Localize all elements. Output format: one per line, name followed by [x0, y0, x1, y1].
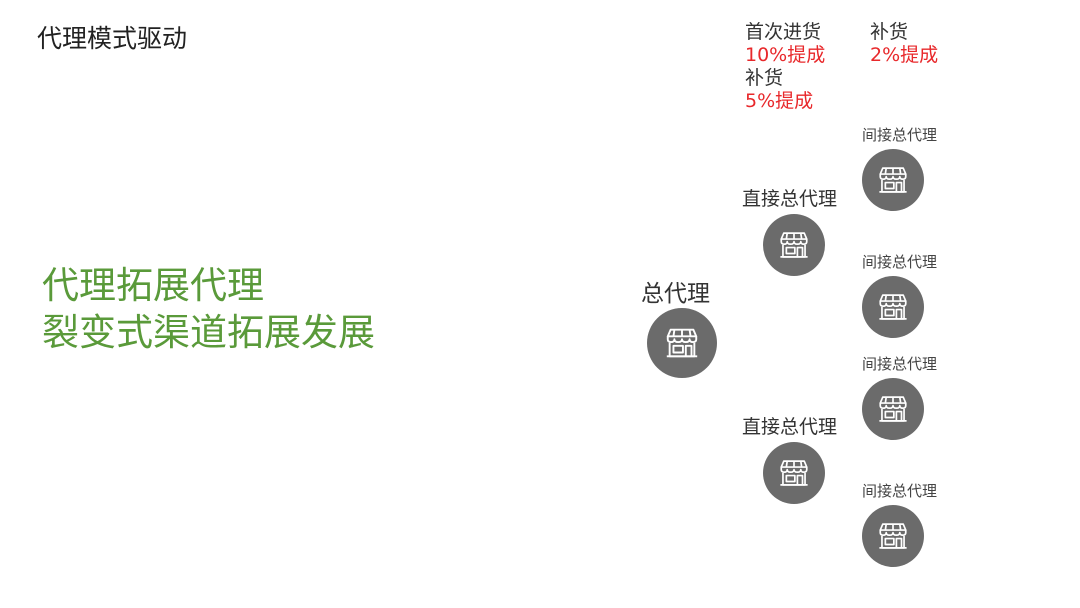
indirect-agent-label-1: 间接总代理 — [862, 126, 938, 144]
commission-direct: 首次进货 10%提成 补货 5%提成 — [745, 21, 825, 113]
direct-agent-node-2 — [763, 442, 825, 504]
restock-direct-label: 补货 — [745, 67, 784, 89]
store-icon — [876, 519, 910, 553]
indirect-agent-node-1 — [862, 149, 924, 211]
indirect-agent-node-4 — [862, 505, 924, 567]
root-agent-node — [647, 308, 717, 378]
first-purchase-label: 首次进货 — [745, 21, 822, 43]
first-purchase-rate: 10%提成 — [745, 44, 826, 66]
direct-agent-label-2: 直接总代理 — [742, 416, 838, 438]
indirect-agent-node-3 — [862, 378, 924, 440]
restock-direct-rate: 5%提成 — [745, 90, 814, 112]
root-agent-label: 总代理 — [641, 281, 710, 307]
slogan-line-2: 裂变式渠道拓展发展 — [42, 311, 375, 354]
store-icon — [777, 228, 811, 262]
restock-indirect-label: 补货 — [870, 21, 909, 43]
store-icon — [876, 290, 910, 324]
page-title: 代理模式驱动 — [37, 24, 188, 53]
direct-agent-label-1: 直接总代理 — [742, 188, 838, 210]
slogan: 代理拓展代理 裂变式渠道拓展发展 — [42, 262, 375, 356]
indirect-agent-label-4: 间接总代理 — [862, 482, 938, 500]
store-icon — [876, 163, 910, 197]
store-icon — [777, 456, 811, 490]
commission-indirect: 补货 2%提成 — [870, 21, 938, 67]
indirect-agent-node-2 — [862, 276, 924, 338]
direct-agent-node-1 — [763, 214, 825, 276]
slogan-line-1: 代理拓展代理 — [42, 264, 264, 307]
restock-indirect-rate: 2%提成 — [870, 44, 939, 66]
store-icon — [876, 392, 910, 426]
indirect-agent-label-3: 间接总代理 — [862, 355, 938, 373]
indirect-agent-label-2: 间接总代理 — [862, 253, 938, 271]
store-icon — [663, 324, 701, 362]
